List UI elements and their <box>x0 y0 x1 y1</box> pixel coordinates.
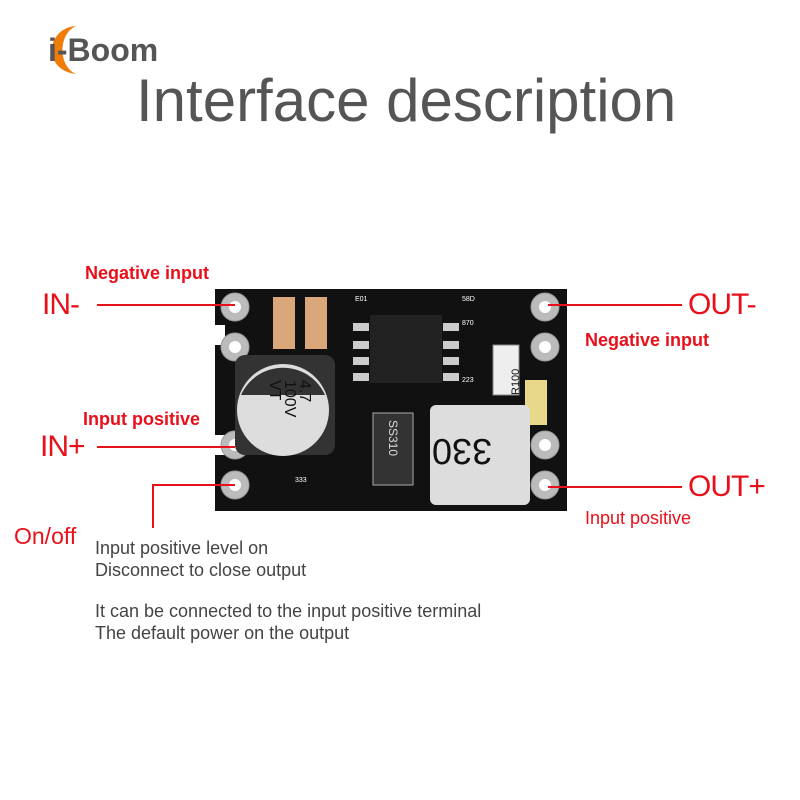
smd-label-2: 58D <box>462 296 475 303</box>
on-off-leader-h <box>152 484 235 486</box>
in-minus-leader <box>97 304 235 306</box>
brand-logo: i-Boom <box>28 22 178 78</box>
smd-label-4: 223 <box>462 377 474 384</box>
note-4: The default power on the output <box>95 623 350 643</box>
note-3: It can be connected to the input positiv… <box>95 601 482 621</box>
logo-crescent-icon <box>51 26 76 74</box>
smd-label-5: 333 <box>295 477 307 484</box>
out-minus-desc: Negative input <box>585 330 710 350</box>
in-minus-label: IN- <box>42 288 80 321</box>
out-plus-desc: Input positive <box>585 508 692 528</box>
logo-text: i-Boom <box>48 32 159 68</box>
note-1: Input positive level on <box>95 538 269 558</box>
cap-value: 4.7 <box>296 380 313 403</box>
cap-series: VT <box>266 380 283 401</box>
out-plus-label: OUT+ <box>688 470 766 503</box>
cap-voltage: 100V <box>281 380 298 418</box>
out-minus-label: OUT- <box>688 288 757 321</box>
in-plus-label: IN+ <box>40 430 86 463</box>
board-image <box>215 289 567 511</box>
smd-label-1: E01 <box>355 296 368 303</box>
in-minus-desc: Negative input <box>85 263 210 283</box>
page-title: Interface description <box>136 67 677 134</box>
inductor-label: 330 <box>432 431 493 472</box>
on-off-label: On/off <box>14 523 77 549</box>
on-off-leader-v <box>152 484 154 528</box>
smd-label-3: 870 <box>462 320 474 327</box>
in-plus-leader <box>97 446 235 448</box>
in-plus-desc: Input positive <box>83 409 200 429</box>
diode-label: SS310 <box>386 420 400 457</box>
out-plus-leader <box>548 486 682 488</box>
capacitor-label: 4.7 100V VT <box>266 380 313 418</box>
note-2: Disconnect to close output <box>95 560 307 580</box>
out-minus-leader <box>548 304 682 306</box>
resistor-label: R100 <box>510 368 522 395</box>
